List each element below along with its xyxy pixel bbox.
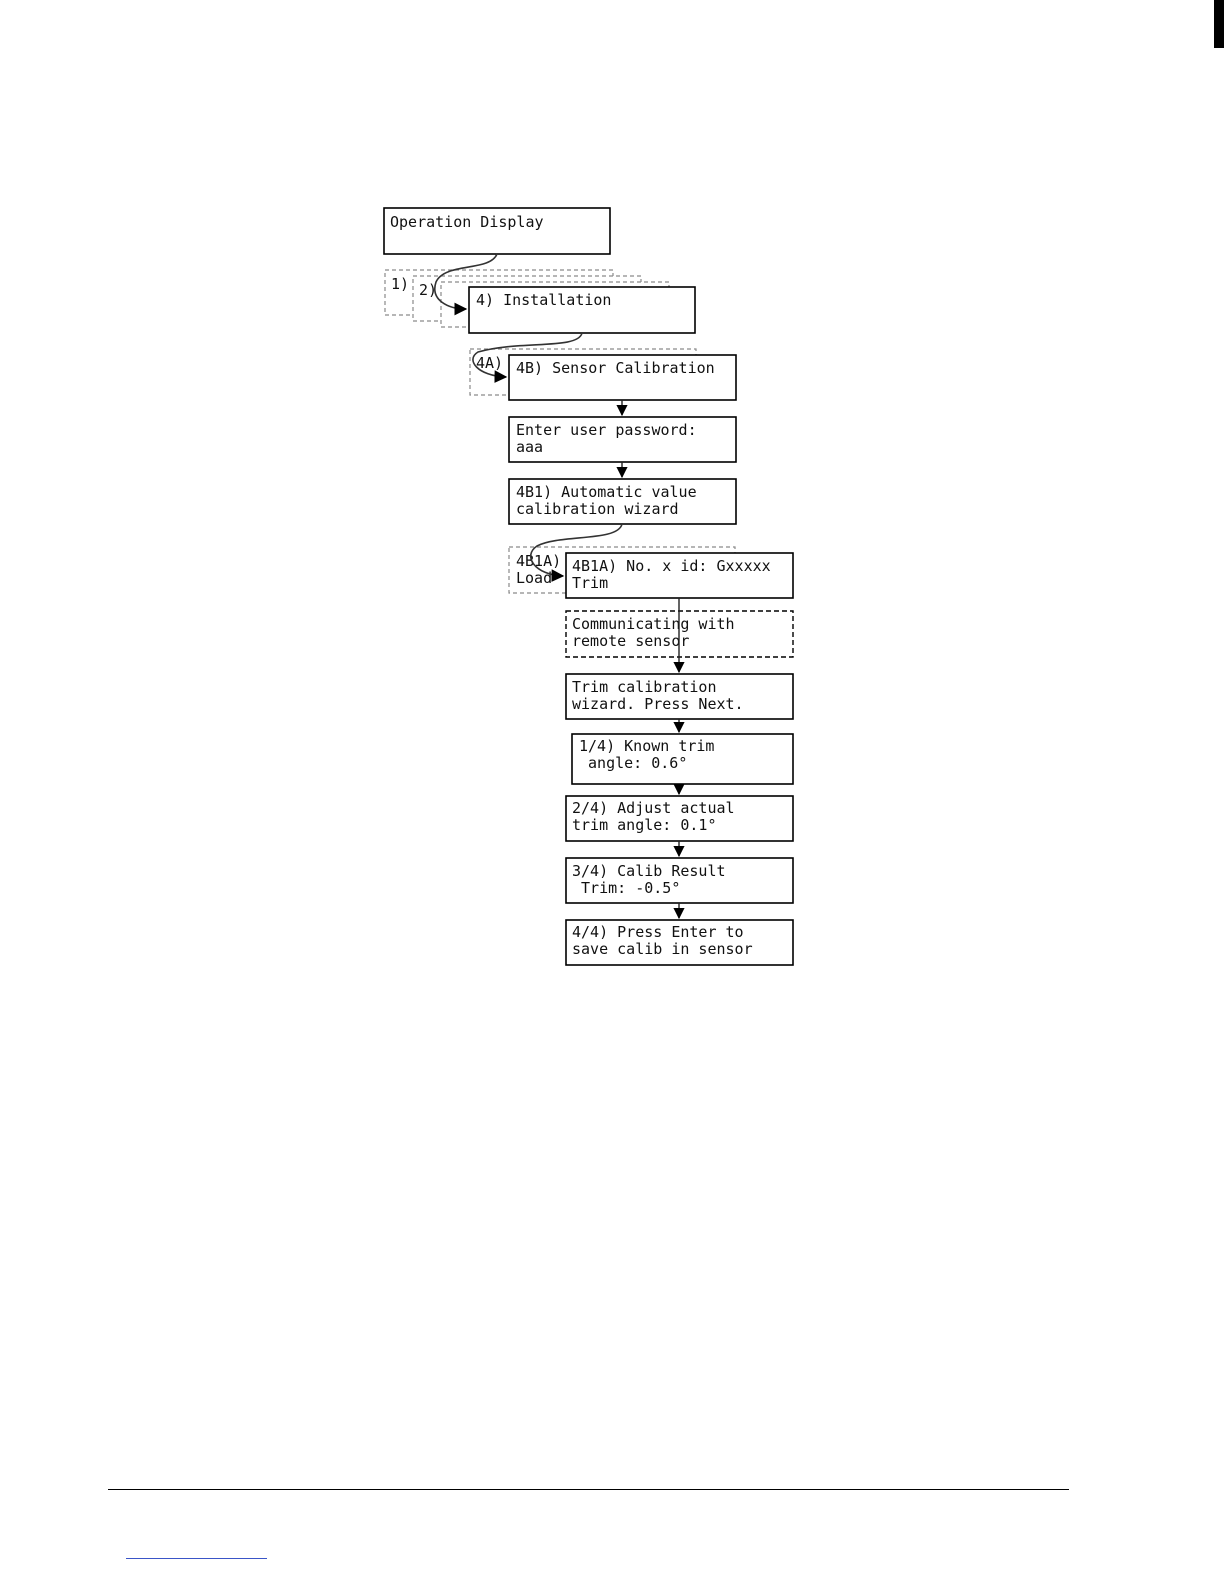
sensor-calibration-box [508,354,737,401]
password-label: Enter user password:aaa [516,421,697,456]
node-label-line: wizard. Press Next. [572,695,744,713]
sensor-select-box [565,552,794,599]
node-label-line: aaa [516,438,543,456]
sensor-calibration-label: 4B) Sensor Calibration [516,359,715,377]
trim-wizard-box [565,673,794,720]
node-label-line: calibration wizard [516,500,679,518]
node-label-line: remote sensor [572,632,689,650]
installation-label: 4) Installation [476,291,611,309]
step1-box [571,733,794,785]
installation-box [468,286,696,334]
ghost-label-1: 1) [391,275,409,293]
node-label-line: Load [516,569,552,587]
operation-display-label: Operation Display [390,213,544,231]
step1-label: 1/4) Known trim angle: 0.6° [579,737,714,772]
edge-installation-to-sensor-calibration [472,332,583,383]
node-label-line: Communicating with [572,615,735,633]
node-label-line: 4B1A) No. x id: Gxxxxx [572,557,771,575]
step4-box [565,919,794,966]
node-label-line: 4B1A) [516,552,561,570]
node-label-line: save calib in sensor [572,940,753,958]
node-label-line: Enter user password: [516,421,697,439]
step3-box [565,857,794,904]
node-label-line: 4) Installation [476,291,611,309]
node-label-line: 4/4) Press Enter to [572,923,744,941]
node-label-line: 2/4) Adjust actual [572,799,735,817]
node-label-line: 1/4) Known trim [579,737,714,755]
node-label-line: 4B) Sensor Calibration [516,359,715,377]
node-label-line: Trim: -0.5° [572,879,680,897]
auto-wizard-box [508,478,737,525]
node-label-line: 2) [419,281,437,299]
edge-wizard-to-sensor-select [530,523,623,582]
ghost-label-4b1a: 4B1A)Load [516,552,561,587]
step3-label: 3/4) Calib Result Trim: -0.5° [572,862,726,897]
node-label-line: Trim calibration [572,678,717,696]
node-label-line: Trim [572,574,608,592]
node-label-line: angle: 0.6° [579,754,687,772]
ghost-label-2: 2) [419,281,437,299]
node-label-line: Operation Display [390,213,544,231]
footer-rule [108,1489,1069,1490]
node-label-line: trim angle: 0.1° [572,816,717,834]
edge-operation-to-installation [434,253,498,316]
step2-box [565,795,794,842]
node-label-line: 4B1) Automatic value [516,483,697,501]
node-label-line: 4A) [476,354,503,372]
node-label-line: 1) [391,275,409,293]
footer-link-underline[interactable] [126,1558,267,1559]
page-edge-mark [1214,0,1224,48]
ghost-label-4a: 4A) [476,354,503,372]
node-label-line: 3/4) Calib Result [572,862,726,880]
password-box [508,416,737,463]
